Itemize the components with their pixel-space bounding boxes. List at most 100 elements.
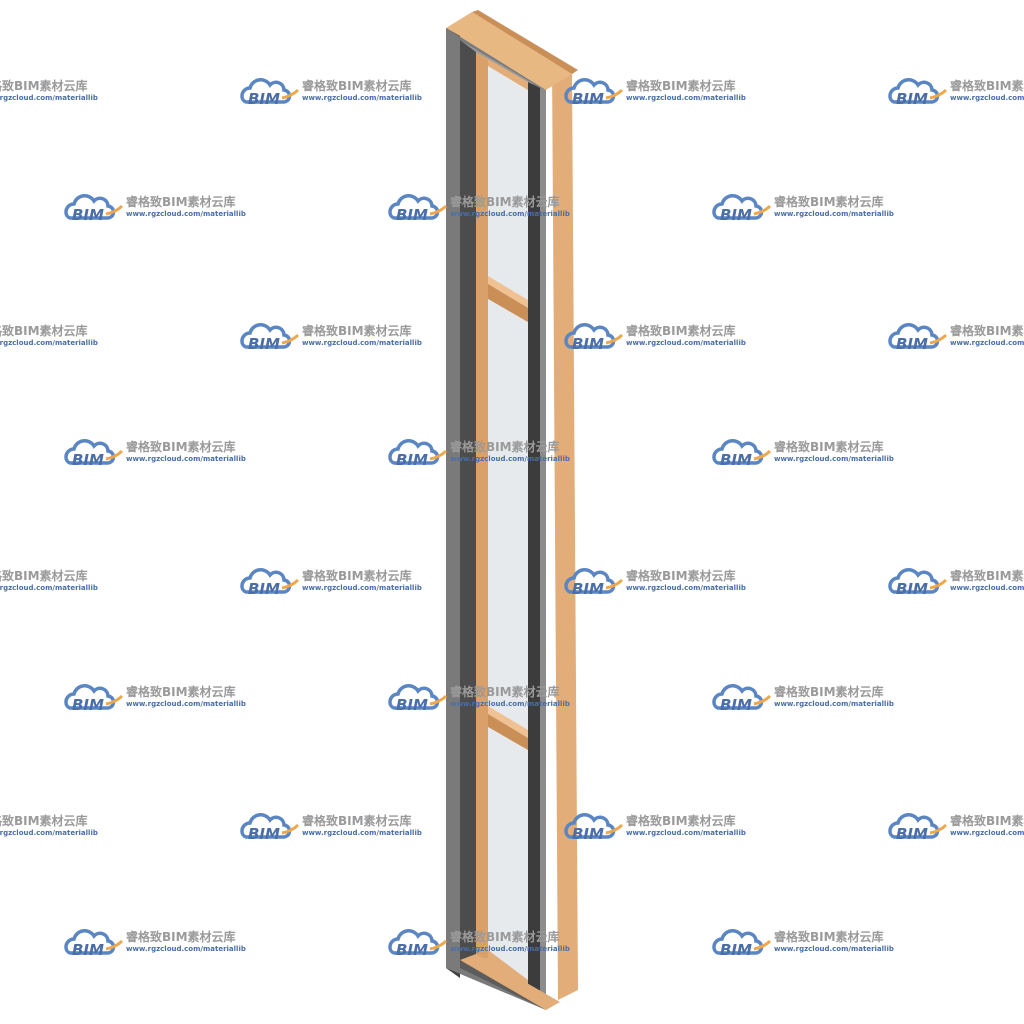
bim-logo-text: BIM	[720, 206, 752, 224]
watermark-brand: 睿格致BIM素材云库	[302, 78, 412, 93]
bim-watermark: BIM睿格致BIM素材云库www.rgzcloud.com/materialli…	[712, 684, 894, 714]
watermark-url: www.rgzcloud.com/materiallib	[626, 584, 746, 592]
bim-logo-text: BIM	[248, 90, 280, 108]
watermark-url: www.rgzcloud.com/materiallib	[126, 945, 246, 953]
watermark-brand: 睿格致BIM素材云库	[950, 78, 1024, 93]
watermark-brand: 睿格致BIM素材云库	[0, 568, 88, 583]
cloud-icon	[388, 439, 440, 465]
watermark-url: www.rgzcloud.com/materiallib	[626, 339, 746, 347]
swoosh-icon	[753, 939, 772, 951]
watermark-brand: 睿格致BIM素材云库	[950, 323, 1024, 338]
frame-inner-shadow-right	[528, 82, 540, 1000]
swoosh-icon	[605, 578, 624, 590]
cloud-icon	[388, 684, 440, 710]
cloud-icon	[64, 684, 116, 710]
bim-watermark: BIM睿格致BIM素材云库www.rgzcloud.com/materialli…	[240, 813, 422, 843]
bim-logo-text: BIM	[396, 451, 428, 469]
watermark-url: www.rgzcloud.com/materiallib	[0, 94, 98, 102]
bim-logo-text: BIM	[396, 206, 428, 224]
swoosh-icon	[105, 939, 124, 951]
wood-side-strip	[552, 62, 578, 1000]
cloud-icon	[388, 929, 440, 955]
cloud-icon	[240, 78, 292, 104]
bim-logo-text: BIM	[72, 696, 104, 714]
wood-top-cap	[446, 12, 572, 90]
watermark-brand: 睿格致BIM素材云库	[126, 194, 236, 209]
swoosh-icon	[105, 694, 124, 706]
bim-watermark: BIM 睿格致BIM素材云库www.rgzcloud.com/materialli…	[64, 194, 246, 224]
watermark-url: www.rgzcloud.com/materiallib	[774, 700, 894, 708]
swoosh-icon	[929, 333, 948, 345]
glass-pane-middle	[488, 298, 528, 734]
cloud-icon	[64, 929, 116, 955]
frame-inner-shadow-left	[460, 40, 476, 962]
bim-watermark: BIM睿格致BIM素材云库www.rgzcloud.com/materialli…	[0, 813, 98, 837]
swoosh-icon	[281, 88, 300, 100]
watermark-brand: 睿格致BIM素材云库	[126, 929, 236, 944]
bim-logo-text: BIM	[248, 335, 280, 353]
bim-logo-text: BIM	[72, 451, 104, 469]
bim-logo-text: BIM	[248, 580, 280, 598]
watermark-brand: 睿格致BIM素材云库	[302, 323, 412, 338]
watermark-brand: 睿格致BIM素材云库	[774, 194, 884, 209]
bim-logo-text: BIM	[72, 941, 104, 959]
watermark-url: www.rgzcloud.com/materiallib	[126, 700, 246, 708]
bim-watermark: BIM睿格致BIM素材云库www.rgzcloud.com/materialli…	[888, 78, 1024, 108]
watermark-url: www.rgzcloud.com/materiallib	[0, 829, 98, 837]
bim-watermark: BIM睿格致BIM素材云库www.rgzcloud.com/materialli…	[64, 439, 246, 469]
watermark-brand: 睿格致BIM素材云库	[774, 929, 884, 944]
swoosh-icon	[605, 823, 624, 835]
swoosh-icon	[105, 449, 124, 461]
mullion-top-face	[478, 270, 528, 308]
glass-pane-top	[488, 66, 528, 312]
watermark-url: www.rgzcloud.com/materiallib	[950, 94, 1024, 102]
watermark-url: www.rgzcloud.com/materiallib	[950, 829, 1024, 837]
watermark-url: www.rgzcloud.com/materiallib	[302, 94, 422, 102]
watermark-brand: 睿格致BIM素材云库	[302, 568, 412, 583]
swoosh-icon	[429, 939, 448, 951]
mullion-top	[476, 274, 528, 322]
bim-watermark: BIM睿格致BIM素材云库www.rgzcloud.com/materialli…	[564, 78, 746, 108]
watermark-url: www.rgzcloud.com/materiallib	[774, 210, 894, 218]
watermark-url: www.rgzcloud.com/materiallib	[774, 945, 894, 953]
cloud-icon	[888, 813, 940, 839]
bim-watermark: BIM 睿格致BIM素材云库www.rgzcloud.com/materialli…	[64, 929, 246, 959]
watermark-brand: 睿格致BIM素材云库	[626, 78, 736, 93]
bim-watermark: BIM睿格致BIM素材云库www.rgzcloud.com/materialli…	[712, 929, 894, 959]
watermark-brand: 睿格致BIM素材云库	[0, 323, 88, 338]
bim-watermark: BIM睿格致BIM素材云库www.rgzcloud.com/materialli…	[64, 684, 246, 714]
bim-watermark: BIM睿格致BIM素材云库www.rgzcloud.com/materialli…	[564, 813, 746, 843]
watermark-url: www.rgzcloud.com/materiallib	[950, 584, 1024, 592]
watermark-url: www.rgzcloud.com/materiallib	[302, 829, 422, 837]
swoosh-icon	[429, 449, 448, 461]
watermark-brand: 睿格致BIM素材云库	[0, 78, 88, 93]
bim-logo-text: BIM	[396, 696, 428, 714]
bim-logo-text: BIM	[720, 451, 752, 469]
bim-watermark: BIM睿格致BIM素材云库www.rgzcloud.com/materialli…	[564, 323, 746, 353]
bim-logo-text: BIM	[572, 90, 604, 108]
watermark-url: www.rgzcloud.com/materiallib	[302, 339, 422, 347]
watermark-brand: 睿格致BIM素材云库	[126, 439, 236, 454]
cloud-icon	[564, 78, 616, 104]
swoosh-icon	[429, 694, 448, 706]
cloud-icon	[388, 194, 440, 220]
swoosh-icon	[929, 823, 948, 835]
watermark-url: www.rgzcloud.com/materiallib	[774, 455, 894, 463]
bim-logo-text: BIM	[72, 206, 104, 224]
watermark-brand: 睿格致BIM素材云库	[774, 439, 884, 454]
bim-logo-text: BIM	[720, 696, 752, 714]
swoosh-icon	[929, 88, 948, 100]
swoosh-icon	[929, 578, 948, 590]
cloud-icon	[64, 439, 116, 465]
watermark-url: www.rgzcloud.com/materiallib	[126, 210, 246, 218]
window-model	[446, 10, 578, 1010]
swoosh-icon	[281, 578, 300, 590]
bim-logo-text: BIM	[896, 335, 928, 353]
bim-watermark: BIM睿格致BIM素材云库www.rgzcloud.com/materialli…	[564, 568, 746, 598]
mullion-bottom	[476, 704, 528, 750]
cloud-icon	[240, 813, 292, 839]
bim-watermark: BIM睿格致BIM素材云库www.rgzcloud.com/materialli…	[888, 568, 1024, 598]
swoosh-icon	[281, 333, 300, 345]
cloud-icon	[240, 568, 292, 594]
bim-watermark: BIM 睿格致BIM素材云库www.rgzcloud.com/materialli…	[712, 194, 894, 224]
